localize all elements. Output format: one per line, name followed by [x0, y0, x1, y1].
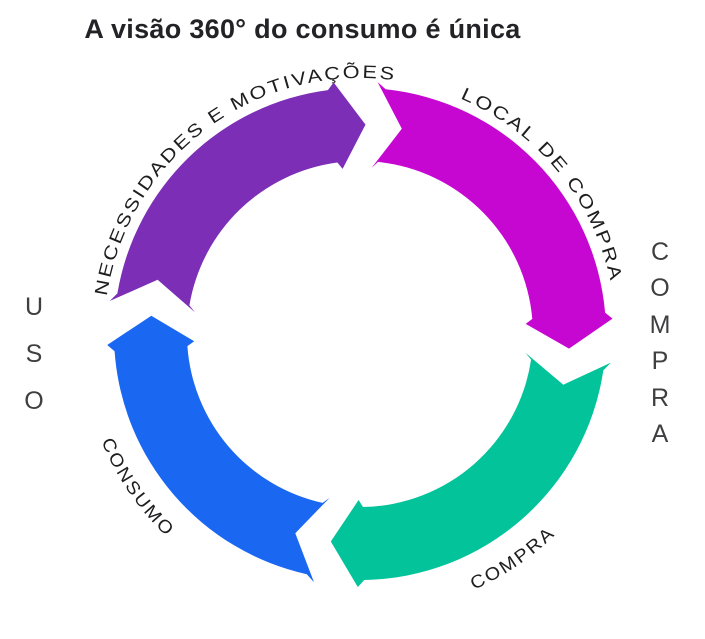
side-label-letter: M [649, 310, 671, 339]
side-label-letter: C [650, 238, 670, 266]
side-label-letter: A [651, 420, 669, 449]
segment-consumo [107, 315, 330, 583]
side-label-letter: O [24, 387, 44, 415]
segment-necessidades-e-motivacoes [109, 82, 366, 313]
page-title: A visão 360° do consumo é única [84, 14, 521, 44]
side-label-letter: R [650, 383, 670, 412]
side-label-letter: P [651, 347, 669, 376]
side-label-letter: S [25, 340, 43, 368]
segment-compra [330, 352, 611, 587]
side-label-letter: O [650, 274, 670, 303]
side-label-letter: U [24, 293, 44, 321]
segment-local-de-compra [371, 82, 613, 349]
